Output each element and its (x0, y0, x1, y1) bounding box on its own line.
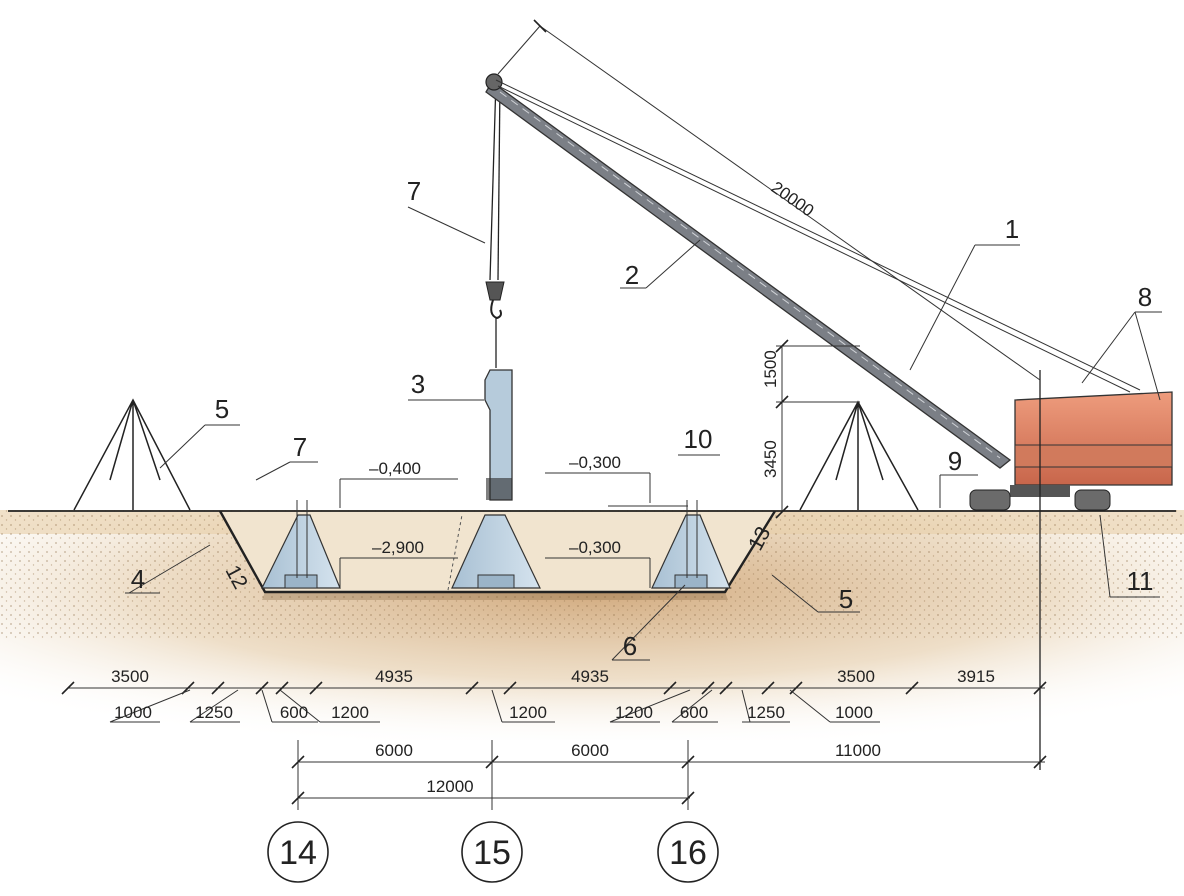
level-minus-0400: –0,400 (369, 459, 421, 478)
dim-row2-1200-middle: 1200 (509, 703, 547, 722)
dim-row2-1250-right: 1250 (747, 703, 785, 722)
level-labels: –0,400 –0,300 –2,900 –0,300 (369, 453, 621, 557)
dim-row3-11000: 11000 (835, 741, 881, 760)
dim-row2-1200-right: 1200 (615, 703, 653, 722)
dim-row2-1000-right: 1000 (835, 703, 873, 722)
crane-hook (485, 79, 505, 368)
dim-row2-600-right: 600 (680, 703, 708, 722)
foundation-left (261, 500, 341, 589)
precast-column (484, 369, 513, 501)
dim-row1-3500-left: 3500 (111, 667, 149, 686)
axis-label-16: 16 (669, 834, 707, 872)
tripod-left (73, 398, 191, 511)
callout-7-top: 7 (407, 176, 421, 206)
level-marks (339, 472, 978, 588)
dim-row4-12000: 12000 (426, 777, 473, 796)
callout-11: 11 (1127, 566, 1154, 596)
bottom-dim-labels: 3500 4935 4935 3500 3915 1000 1250 600 1… (111, 667, 995, 796)
callout-8: 8 (1138, 282, 1152, 312)
excavation-pit (218, 510, 777, 594)
dim-row3-6000-right: 6000 (571, 741, 609, 760)
foundation-right (651, 500, 731, 589)
dim-1500: 1500 (761, 350, 780, 388)
callout-5-left: 5 (215, 394, 229, 424)
axis-label-15: 15 (473, 834, 511, 872)
dim-row2-600-left: 600 (280, 703, 308, 722)
level-minus-0300-bottom: –0,300 (569, 538, 621, 557)
dim-row2-1000-left: 1000 (114, 703, 152, 722)
axis-label-14: 14 (279, 834, 317, 872)
axis-markers: 14 15 16 (267, 821, 719, 883)
dim-row3-6000-left: 6000 (375, 741, 413, 760)
callout-9: 9 (948, 446, 962, 476)
crane-body (969, 370, 1173, 770)
callout-3: 3 (411, 369, 425, 399)
level-minus-0300-top: –0,300 (569, 453, 621, 472)
dim-row1-4935-right: 4935 (571, 667, 609, 686)
callout-7-pit: 7 (293, 432, 307, 462)
dim-row1-3500-right: 3500 (837, 667, 875, 686)
callout-1: 1 (1005, 214, 1019, 244)
soil (0, 510, 1184, 740)
crane-boom (485, 73, 1141, 469)
callout-2: 2 (625, 260, 639, 290)
dim-row2-1200-left: 1200 (331, 703, 369, 722)
callout-6: 6 (623, 631, 637, 661)
vertical-dims (775, 339, 860, 519)
level-minus-2900: –2,900 (372, 538, 424, 557)
dim-row1-4935-left: 4935 (375, 667, 413, 686)
callout-5-right: 5 (839, 584, 853, 614)
callout-leaders (125, 206, 1162, 661)
dim-row2-1250-left: 1250 (195, 703, 233, 722)
callout-4: 4 (131, 564, 145, 594)
callout-10: 10 (684, 424, 713, 454)
foundation-middle (451, 514, 541, 589)
tripod-right (799, 400, 919, 511)
dim-20000-line (497, 19, 1041, 381)
dimension-lines (61, 681, 1047, 810)
dim-row1-3915: 3915 (957, 667, 995, 686)
dim-3450: 3450 (761, 440, 780, 478)
